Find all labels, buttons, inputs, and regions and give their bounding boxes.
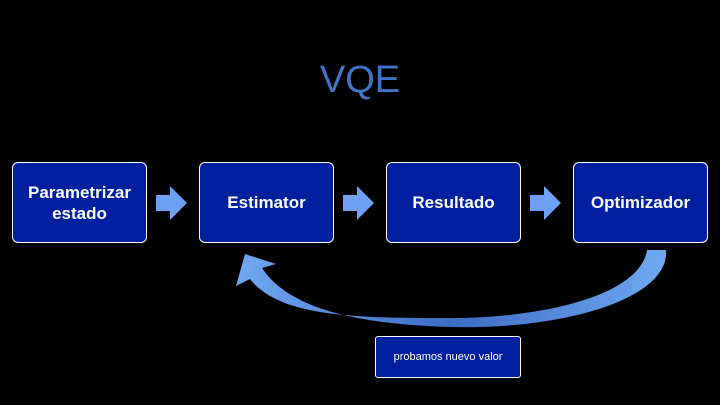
- right-arrow-icon: [343, 186, 374, 220]
- right-arrow-icon: [530, 186, 561, 220]
- step-label: Optimizador: [590, 193, 691, 212]
- step-optimizador: Optimizador: [573, 162, 708, 243]
- right-arrow-icon: [156, 186, 187, 220]
- feedback-label: probamos nuevo valor: [393, 351, 503, 363]
- step-label: Estimator: [227, 193, 306, 212]
- step-label-line1: Parametrizar: [27, 182, 131, 202]
- feedback-label-box: probamos nuevo valor: [375, 336, 521, 378]
- step-estimator: Estimator: [199, 162, 334, 243]
- step-parametrizar-estado: Parametrizar estado: [12, 162, 147, 243]
- diagram-title: VQE: [319, 59, 401, 101]
- step-label: Resultado: [412, 193, 495, 212]
- step-resultado: Resultado: [386, 162, 521, 243]
- step-label-line2: estado: [52, 203, 107, 223]
